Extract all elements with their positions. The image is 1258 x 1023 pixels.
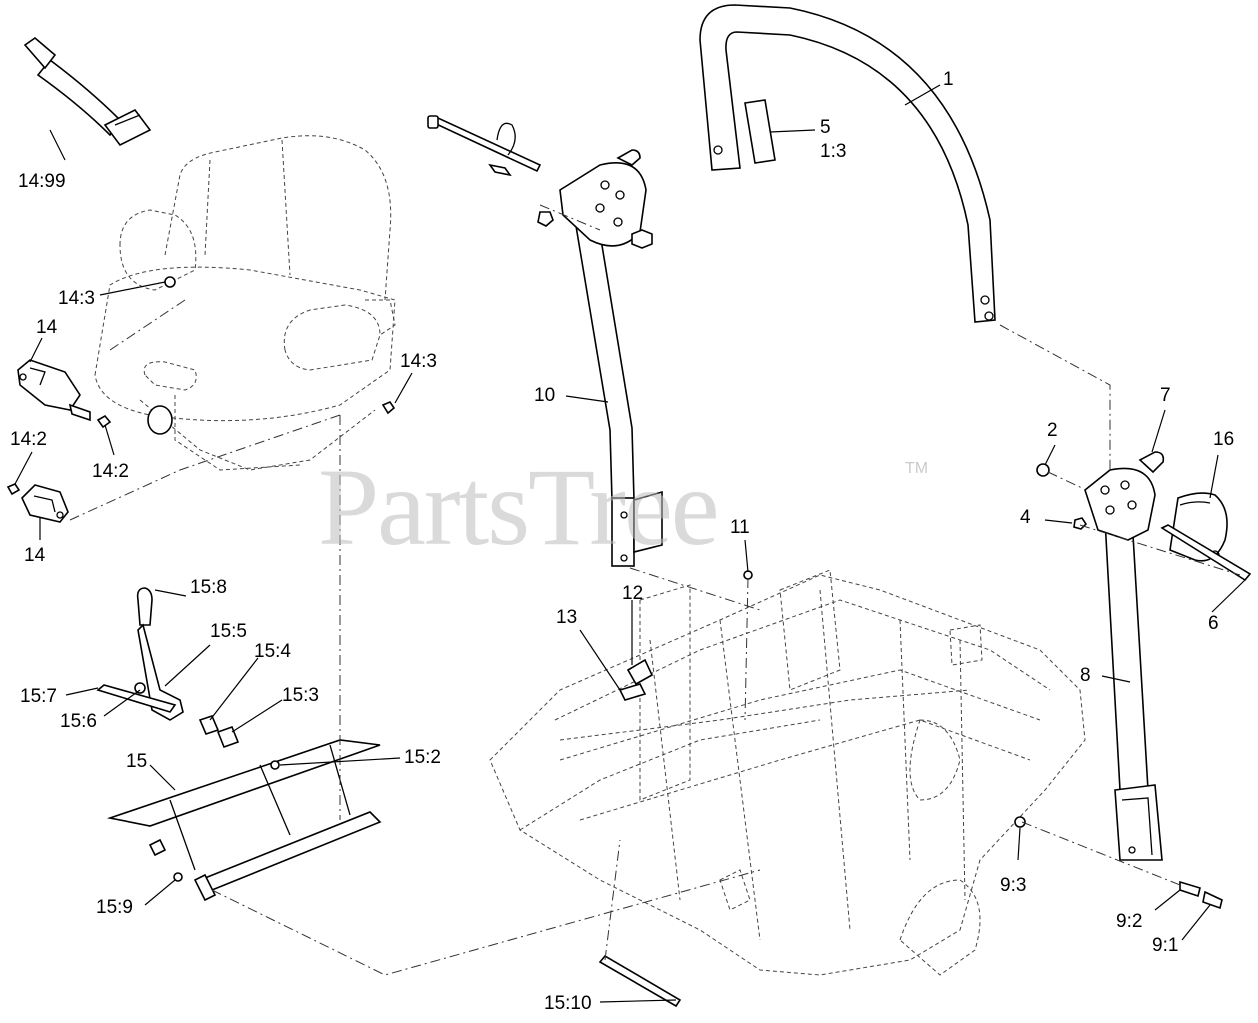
callout-15-4: 15:4 [254, 641, 291, 662]
seat-slide-frame [106, 739, 382, 902]
left-roll-bar-upright [574, 214, 663, 567]
mower-frame [489, 569, 1086, 976]
callout-13: 13 [556, 607, 578, 628]
decal-strip [744, 99, 776, 164]
left-pivot-bracket [559, 149, 653, 249]
partstree-watermark: PartsTree [318, 446, 720, 568]
callout-14-lower: 14 [24, 545, 46, 566]
callout-15: 15 [126, 751, 148, 772]
callout-7: 7 [1160, 385, 1171, 406]
callout-14-3-left: 14:3 [58, 288, 95, 309]
seat-belt-strap [23, 36, 152, 147]
trademark-mark: TM [905, 460, 929, 477]
callout-leader-lines [14, 84, 1246, 1003]
right-pivot-bracket [1084, 451, 1165, 541]
callout-14-upper: 14 [36, 317, 58, 338]
callout-10: 10 [534, 385, 556, 406]
seat-outline [94, 135, 396, 471]
callout-12: 12 [622, 583, 644, 604]
callout-11: 11 [730, 517, 750, 538]
callout-2: 2 [1047, 420, 1058, 441]
callout-15-8: 15:8 [190, 577, 227, 598]
callout-4: 4 [1020, 507, 1031, 528]
callout-8: 8 [1080, 665, 1091, 686]
right-roll-bar-upright [1104, 517, 1163, 861]
callout-6: 6 [1208, 613, 1219, 634]
callout-1: 1 [943, 69, 954, 90]
callout-14-2-right: 14:2 [92, 461, 129, 482]
seat-belt-buckle-upper [17, 359, 91, 422]
callout-9-3: 9:3 [1000, 875, 1027, 896]
callout-9-1: 9:1 [1152, 935, 1179, 956]
callout-15-9: 15:9 [96, 897, 133, 918]
callout-1-3: 1:3 [820, 141, 847, 162]
callout-15-10: 15:10 [544, 993, 592, 1014]
left-pivot-bolt-and-pin [427, 115, 554, 227]
callout-14-2-left: 14:2 [10, 429, 47, 450]
callout-15-6: 15:6 [60, 711, 97, 732]
callout-5: 5 [820, 117, 831, 138]
callout-9-2: 9:2 [1116, 911, 1143, 932]
callout-15-7: 15:7 [20, 686, 57, 707]
roll-bar-hoop [699, 4, 996, 323]
callout-15-3: 15:3 [282, 685, 319, 706]
knob-handle [1169, 492, 1228, 562]
callout-15-2: 15:2 [404, 747, 441, 768]
assembly-center-lines [69, 204, 1241, 976]
callout-15-5: 15:5 [210, 621, 247, 642]
adjuster-lever [96, 587, 240, 749]
callout-14-99: 14:99 [18, 171, 66, 192]
seat-belt-buckle-lower [21, 484, 69, 523]
callout-16: 16 [1213, 429, 1235, 450]
callout-14-3-right: 14:3 [400, 351, 437, 372]
